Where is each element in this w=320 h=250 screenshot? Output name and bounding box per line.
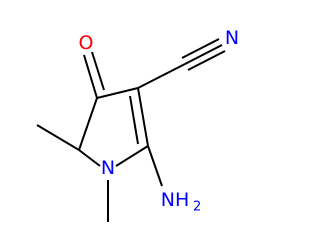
bond-c5-c4 [78, 97, 98, 151]
bond-n1-c5 [78, 149, 101, 167]
bond-c3-c2-inner [129, 95, 139, 145]
bond-cn-triple-2 [181, 38, 220, 59]
bond-c4-c3 [96, 87, 139, 99]
amino-subscript: 2 [193, 200, 201, 215]
bond-c5-methyl [36, 124, 80, 151]
bond-cn-triple-1 [184, 44, 223, 65]
amino-group-label: NH [161, 189, 190, 211]
bond-c2-nh2 [147, 145, 163, 187]
bond-cn-triple-3 [187, 50, 226, 71]
nitrile-nitrogen-label: N [225, 27, 239, 49]
bond-c3-cn [137, 63, 186, 89]
bond-c2-n1 [115, 145, 149, 167]
oxygen-label: O [79, 32, 94, 54]
bond-c3-c2 [137, 87, 149, 147]
ring-nitrogen-label: N [101, 157, 115, 179]
bond-c4-o [83, 54, 98, 99]
structure-diagram: O N N NH 2 [36, 27, 239, 222]
bond-c4-o-second [91, 51, 105, 91]
